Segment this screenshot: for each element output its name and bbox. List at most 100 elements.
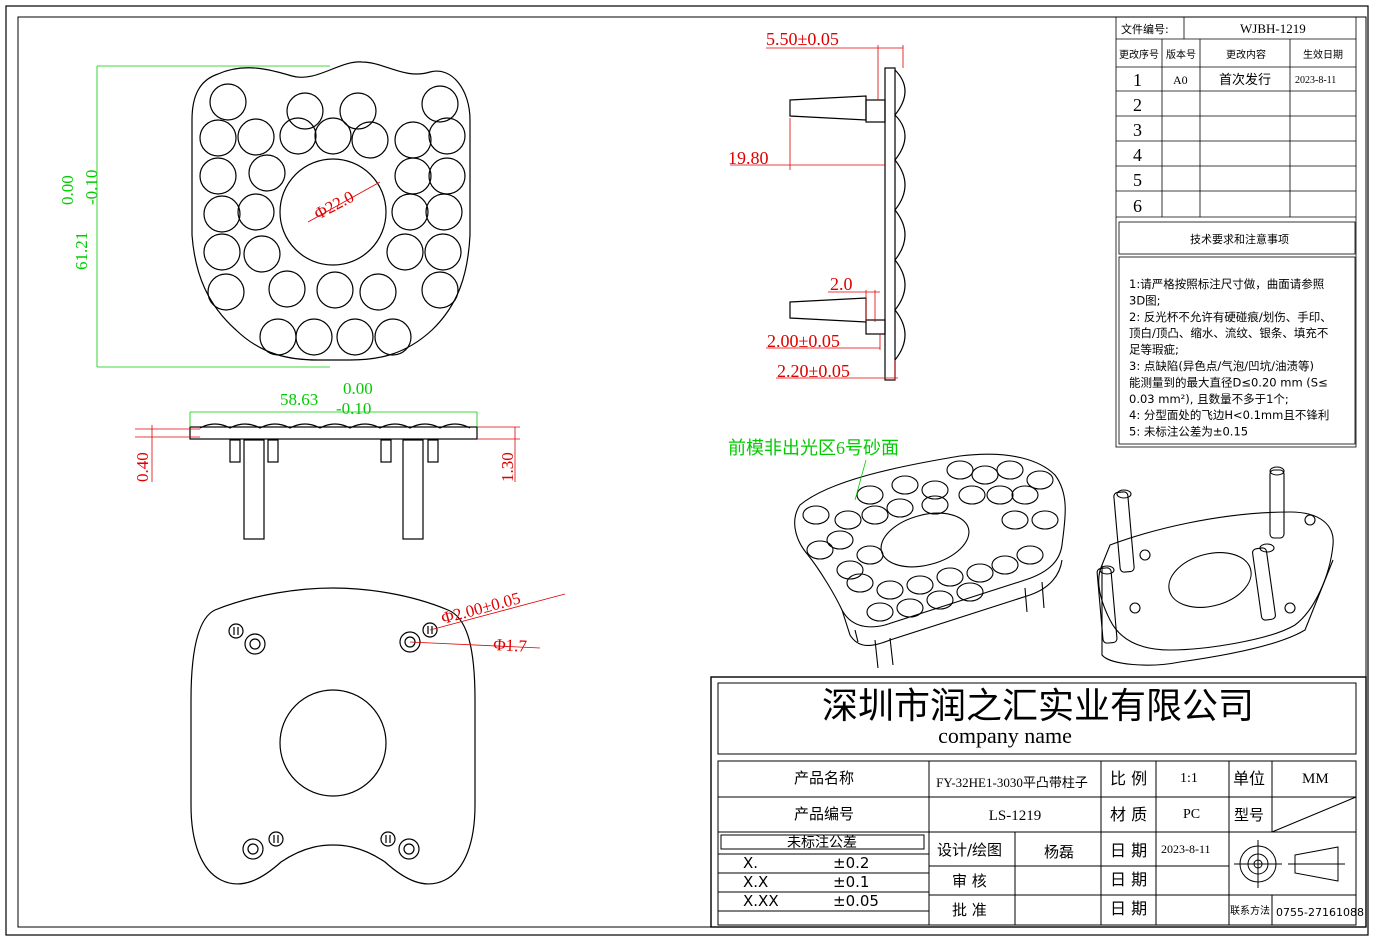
iso-lens-circle xyxy=(886,498,914,518)
iso-lens-circle xyxy=(921,480,949,500)
bottom-boss-bottom-right xyxy=(380,831,396,847)
tech-req-title: 技术要求和注意事项 xyxy=(1190,232,1289,246)
iso-lens-circle xyxy=(1026,470,1054,490)
iso-lens-circle xyxy=(936,567,964,587)
iso-lens-circle xyxy=(946,460,974,480)
iso-lens-circle xyxy=(856,485,884,505)
rev-row-no: 4 xyxy=(1133,145,1142,165)
section-boss-3 xyxy=(380,439,392,463)
iso-lens-circle xyxy=(991,555,1019,575)
date-label-3: 日 期 xyxy=(1110,899,1147,918)
projection-symbol xyxy=(1234,840,1345,888)
section-boss-2 xyxy=(267,439,279,463)
bottom-center-hole xyxy=(279,689,387,797)
lens-circle xyxy=(268,270,306,308)
bottom-view xyxy=(190,587,476,885)
rev-row-content: 首次发行 xyxy=(1219,72,1271,88)
tech-req-line: 4: 分型面处的飞边H<0.1mm且不锋利 xyxy=(1129,408,1329,422)
tech-req-line: 3: 点缺陷(异色点/气泡/凹坑/油渍等) xyxy=(1129,359,1314,373)
center-hole-dia-dim: Φ22.0 xyxy=(311,187,357,224)
rev-header-ver: 版本号 xyxy=(1166,48,1196,61)
lens-circle xyxy=(203,233,241,271)
iso-lens-circle xyxy=(921,495,949,515)
rev-header-no: 更改序号 xyxy=(1119,48,1159,61)
side-boss-top xyxy=(865,99,886,123)
iso-note: 前模非出光区6号砂面 xyxy=(728,438,899,501)
iso-back-hole xyxy=(1168,552,1252,608)
lens-circle xyxy=(243,235,281,273)
unit-value: MM xyxy=(1302,771,1329,787)
material-label: 材 质 xyxy=(1110,805,1147,824)
lens-circle xyxy=(336,318,374,356)
lens-circle xyxy=(428,117,466,155)
tech-req-line: 2: 反光杯不允许有硬碰痕/划伤、手印、 xyxy=(1129,310,1332,324)
file-no-value: WJBH-1219 xyxy=(1240,21,1306,36)
iso-lens-circle xyxy=(834,510,862,530)
lens-circle xyxy=(237,118,275,156)
iso-lens-circle xyxy=(891,475,919,495)
lens-circle xyxy=(203,195,241,233)
section-boss-1 xyxy=(229,439,241,463)
design-value: 杨磊 xyxy=(1044,843,1074,861)
bottom-boss-top-right xyxy=(422,622,438,638)
iso-lens-circle xyxy=(966,563,994,583)
overall-height-upper-tol: 0.00 xyxy=(58,175,77,205)
date-label-2: 日 期 xyxy=(1110,870,1147,889)
approve-label: 批 准 xyxy=(952,901,987,919)
file-no-label: 文件编号: xyxy=(1121,22,1169,36)
company-name-cn: 深圳市润之汇实业有限公司 xyxy=(822,686,1254,726)
iso-lens-circle xyxy=(926,590,954,610)
product-code-label: 产品编号 xyxy=(794,805,854,823)
section-pin-left xyxy=(243,439,265,540)
iso-lens-circle xyxy=(996,460,1024,480)
side-plate-dim: 2.00±0.05 xyxy=(767,331,840,351)
bottom-pin-bottom-right xyxy=(398,838,420,860)
lens-circle xyxy=(424,233,462,271)
lens-circle xyxy=(286,92,324,130)
side-small-dim: 2.0 xyxy=(830,274,853,294)
tech-req-line: 1:请严格按照标注尺寸做，曲面请参照 xyxy=(1129,277,1324,291)
tolerance-value: ±0.05 xyxy=(833,892,879,910)
rev-row-no: 6 xyxy=(1133,196,1142,216)
lens-circle xyxy=(259,318,297,356)
iso-lens-circle xyxy=(846,573,874,593)
rev-row-date: 2023-8-11 xyxy=(1295,75,1336,86)
model-label: 型号 xyxy=(1234,806,1264,824)
lens-circle xyxy=(374,318,412,356)
lens-circle xyxy=(421,271,459,309)
lens-circles xyxy=(199,83,466,356)
rev-row-no: 3 xyxy=(1133,120,1142,140)
lens-circle xyxy=(279,117,317,155)
inner-frame xyxy=(17,16,1367,928)
iso-lens-circle xyxy=(866,602,894,622)
iso-back-pin-2 xyxy=(1269,469,1285,539)
scale-value: 1:1 xyxy=(1180,771,1198,786)
lens-circle xyxy=(237,193,275,231)
date-value: 2023-8-11 xyxy=(1161,842,1211,856)
lens-circle xyxy=(359,273,397,311)
iso-lens-circle xyxy=(906,575,934,595)
side-view-dims: 5.50±0.05 19.80 2.0 2.00±0.05 2.20±0.05 xyxy=(728,29,904,381)
lens-circle xyxy=(248,154,286,192)
tolerance-format: X.XX xyxy=(743,892,779,910)
iso-lens-circle xyxy=(986,485,1014,505)
tech-req-line: 3D图; xyxy=(1129,293,1161,307)
section-domes xyxy=(199,423,471,429)
front-view xyxy=(191,61,471,361)
lens-circle xyxy=(199,119,237,157)
bottom-pin-bottom-left xyxy=(242,838,264,860)
left-step-dim: 0.40 xyxy=(133,452,152,482)
bottom-boss-bottom-left xyxy=(268,831,284,847)
section-view xyxy=(189,423,478,540)
iso-back-pin-1 xyxy=(1113,491,1135,573)
lens-circle xyxy=(314,117,352,155)
section-view-dims: 58.63 0.00 -0.10 0.40 1.30 xyxy=(133,379,520,482)
lens-circle xyxy=(199,157,237,195)
tech-req-line: 0.03 mm²), 且数量不多于1个; xyxy=(1129,392,1289,406)
scale-label: 比 例 xyxy=(1110,769,1147,788)
unit-label: 单位 xyxy=(1233,769,1265,788)
tech-requirements-lines: 1:请严格按照标注尺寸做，曲面请参照 3D图; 2: 反光杯不允许有硬碰痕/划伤、手… xyxy=(1129,277,1332,439)
tolerance-format: X. xyxy=(743,854,758,872)
iso-lens-circle xyxy=(1001,510,1029,530)
